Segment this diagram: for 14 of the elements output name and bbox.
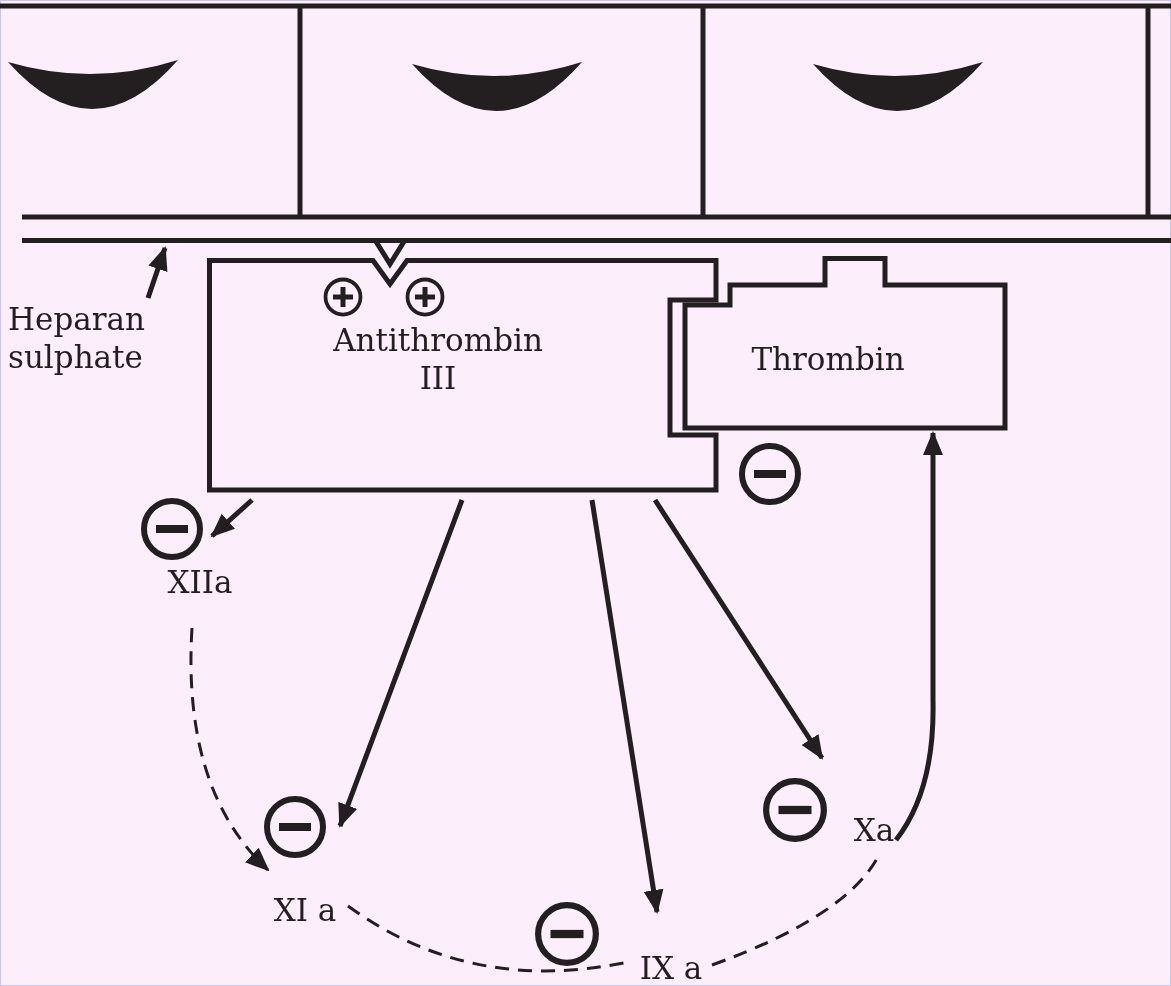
leader-line	[145, 246, 168, 299]
arrow	[210, 498, 254, 538]
arrow	[189, 627, 270, 872]
factor-label: IX a	[638, 949, 704, 986]
arrow	[589, 499, 664, 914]
molecule-label: Heparan sulphate	[8, 300, 146, 376]
arrow	[337, 499, 465, 828]
factor-label: XI a	[272, 891, 338, 929]
arrow	[652, 498, 825, 760]
factor-label: Xa	[852, 811, 896, 849]
factor-label: XIIa	[166, 563, 234, 601]
protein-label: Thrombin	[750, 340, 906, 378]
arrow	[893, 431, 943, 842]
protein-label: Antithrombin III	[332, 321, 544, 397]
